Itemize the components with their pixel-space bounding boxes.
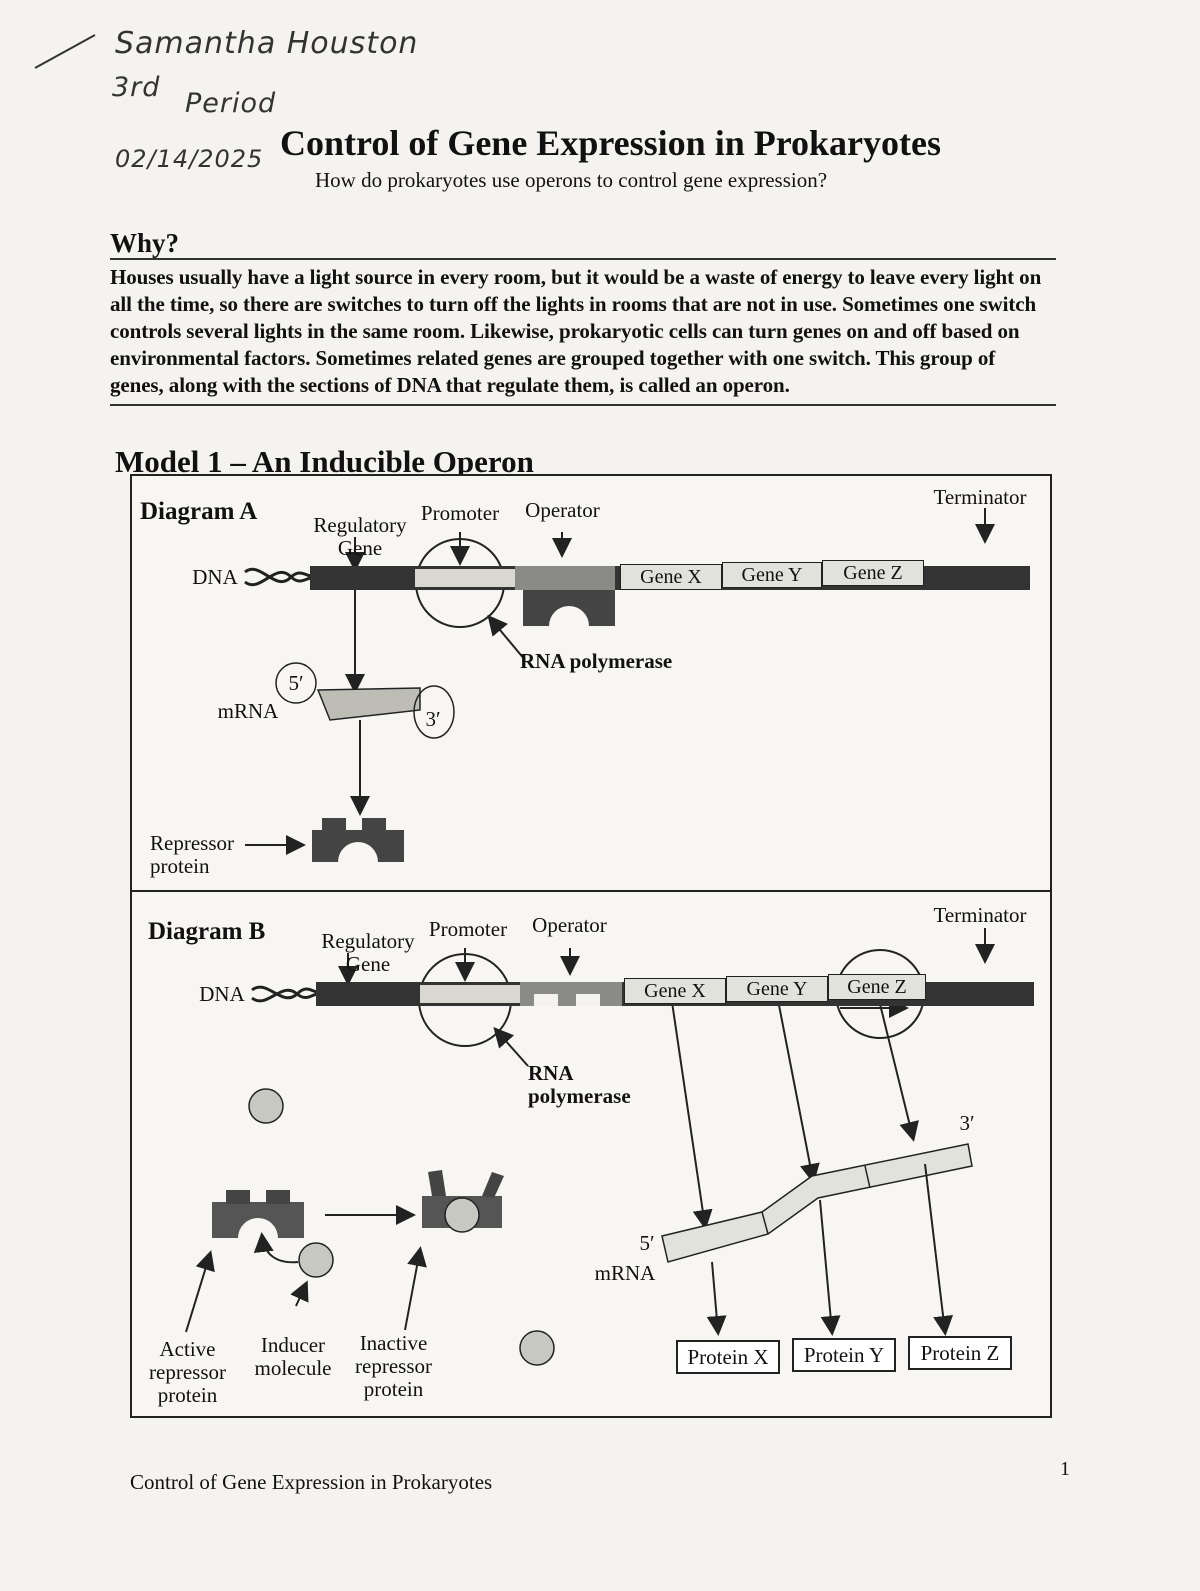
mrna-strand-a	[316, 687, 421, 721]
page-subtitle: How do prokaryotes use operons to contro…	[315, 168, 828, 192]
inducer-molecule-1	[248, 1088, 284, 1124]
page-number: 1	[1060, 1458, 1070, 1480]
why-line-2: all the time, so there are switches to t…	[110, 292, 1037, 316]
b-operator-label: Operator	[532, 913, 607, 937]
b-dna-label: DNA	[199, 982, 245, 1006]
b-operator-empty-slot	[534, 994, 558, 1006]
a-three-prime: 3′	[425, 707, 441, 731]
repressor-protein-shape-a	[312, 830, 404, 862]
a-promoter-region	[415, 569, 515, 587]
b-gene-z: Gene Z	[828, 974, 926, 1000]
why-line-5: genes, along with the sections of DNA th…	[110, 373, 790, 397]
diagram-b-title: Diagram B	[148, 918, 266, 945]
check-mark	[30, 30, 100, 70]
mrna-strand-b	[661, 1143, 973, 1263]
a-five-prime: 5′	[288, 671, 304, 695]
active-repressor-shape	[212, 1202, 304, 1238]
b-gene-x: Gene X	[624, 978, 726, 1004]
student-name: Samantha Houston	[115, 26, 419, 61]
a-operator-region	[515, 566, 615, 590]
page-footer: Control of Gene Expression in Prokaryote…	[130, 1470, 493, 1494]
page-title: Control of Gene Expression in Prokaryote…	[280, 123, 942, 163]
protein-z-box: Protein Z	[908, 1336, 1012, 1370]
why-heading: Why?	[110, 228, 180, 258]
model-title: Model 1 – An Inducible Operon	[115, 444, 534, 479]
protein-x-box: Protein X	[676, 1340, 780, 1374]
a-dna-label: DNA	[192, 565, 238, 589]
inducer-molecule-2	[298, 1242, 334, 1278]
why-line-4: environmental factors. Sometimes related…	[110, 346, 996, 370]
period-word: Period	[185, 88, 277, 119]
why-line-1: Houses usually have a light source in ev…	[110, 265, 1042, 289]
inducer-molecule-3	[519, 1330, 555, 1366]
a-mrna-label: mRNA	[217, 699, 279, 723]
why-top-rule	[110, 258, 1056, 260]
b-terminator-label: Terminator	[933, 903, 1027, 927]
protein-y-box: Protein Y	[792, 1338, 896, 1372]
b-promoter-label: Promoter	[428, 917, 508, 941]
b-three-prime: 3′	[959, 1111, 975, 1135]
operon-term: operon.	[722, 373, 790, 397]
b-five-prime: 5′	[639, 1231, 655, 1255]
why-paragraph: Houses usually have a light source in ev…	[110, 264, 1060, 399]
a-gene-x: Gene X	[620, 564, 722, 590]
diagram-a-title: Diagram A	[140, 498, 258, 525]
a-terminator-label: Terminator	[933, 485, 1027, 509]
b-promoter-region	[420, 985, 520, 1003]
a-promoter-label: Promoter	[420, 501, 500, 525]
a-gene-y: Gene Y	[722, 562, 822, 588]
why-line-3: controls several lights in the same room…	[110, 319, 1020, 343]
a-operator-label: Operator	[525, 498, 600, 522]
why-bottom-rule	[110, 404, 1056, 406]
b-gene-y: Gene Y	[726, 976, 828, 1002]
date: 02/14/2025	[115, 145, 264, 173]
diagram-a-box	[130, 474, 1052, 898]
bound-repressor-a	[523, 586, 615, 626]
a-rna-polymerase-label: RNA polymerase	[520, 649, 673, 673]
period-number: 3rd	[112, 72, 161, 103]
a-gene-z: Gene Z	[822, 560, 924, 586]
b-mrna-label: mRNA	[594, 1261, 656, 1285]
